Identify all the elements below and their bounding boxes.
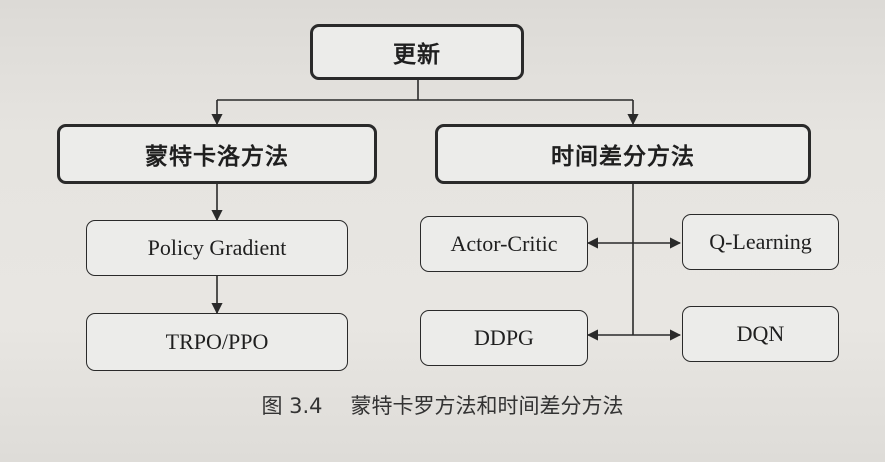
- node-policy-gradient: Policy Gradient: [86, 220, 348, 276]
- node-dqn: DQN: [682, 306, 839, 362]
- node-ddpg: DDPG: [420, 310, 588, 366]
- node-monte-carlo: 蒙特卡洛方法: [57, 124, 377, 184]
- figure-caption: 图 3.4 蒙特卡罗方法和时间差分方法: [0, 390, 885, 420]
- figure-title: 蒙特卡罗方法和时间差分方法: [350, 394, 624, 418]
- node-temporal-difference: 时间差分方法: [435, 124, 811, 184]
- node-actor-critic: Actor-Critic: [420, 216, 588, 272]
- node-q-learning: Q-Learning: [682, 214, 839, 270]
- figure-number: 图 3.4: [261, 394, 323, 418]
- node-update: 更新: [310, 24, 524, 80]
- node-trpo-ppo: TRPO/PPO: [86, 313, 348, 371]
